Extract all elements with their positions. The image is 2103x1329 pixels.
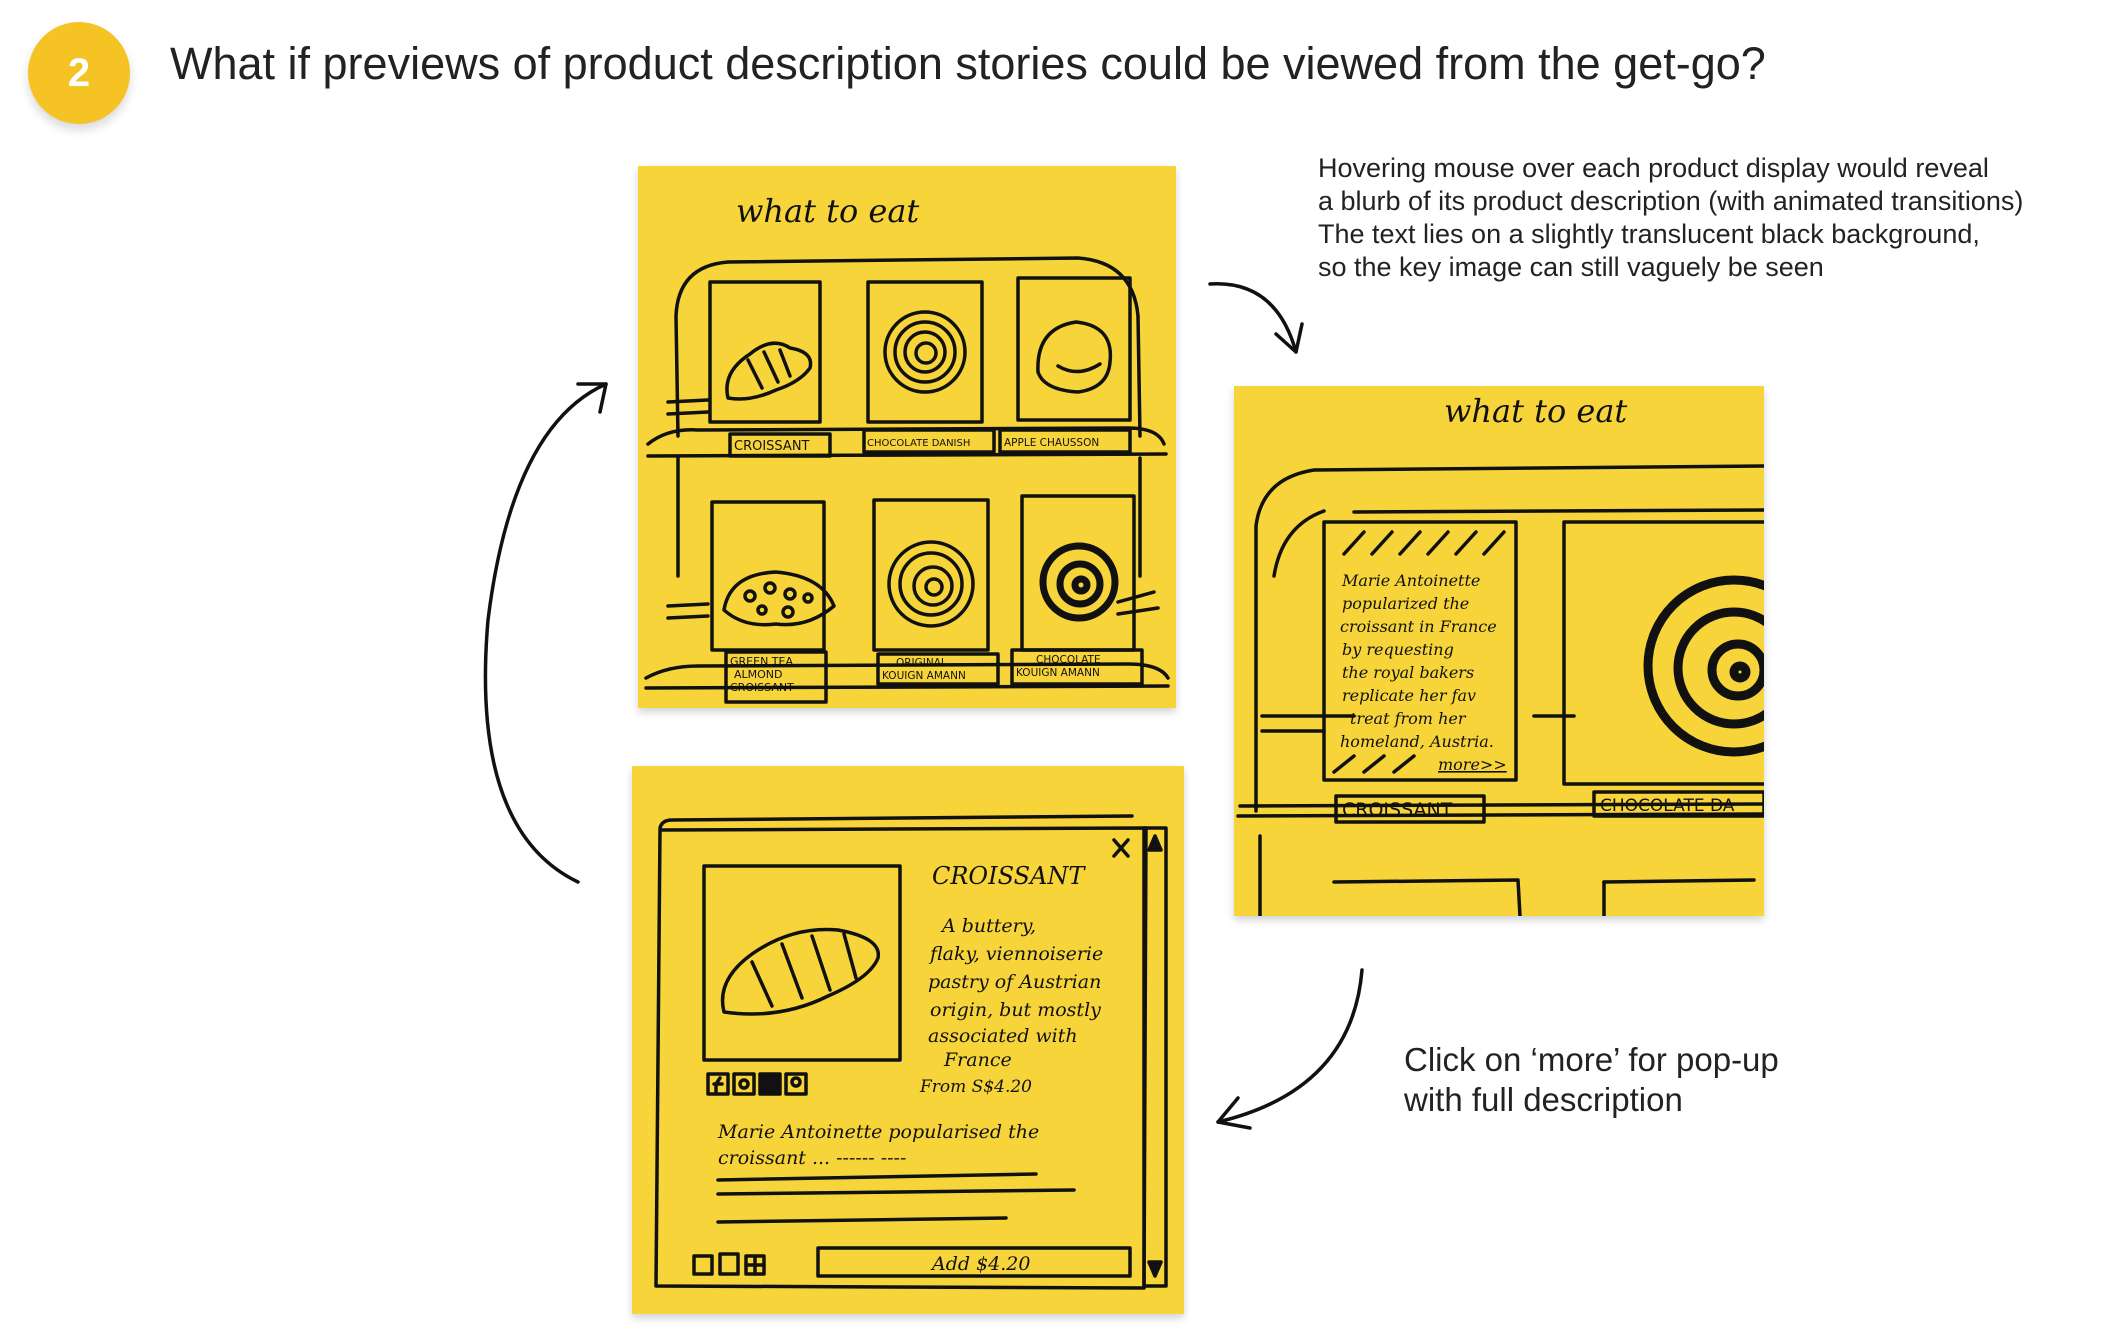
arrow-to-popup-note [1218,970,1362,1128]
arrow-back-to-menu-note [485,384,606,882]
arrow-to-hover-note [1210,284,1302,352]
